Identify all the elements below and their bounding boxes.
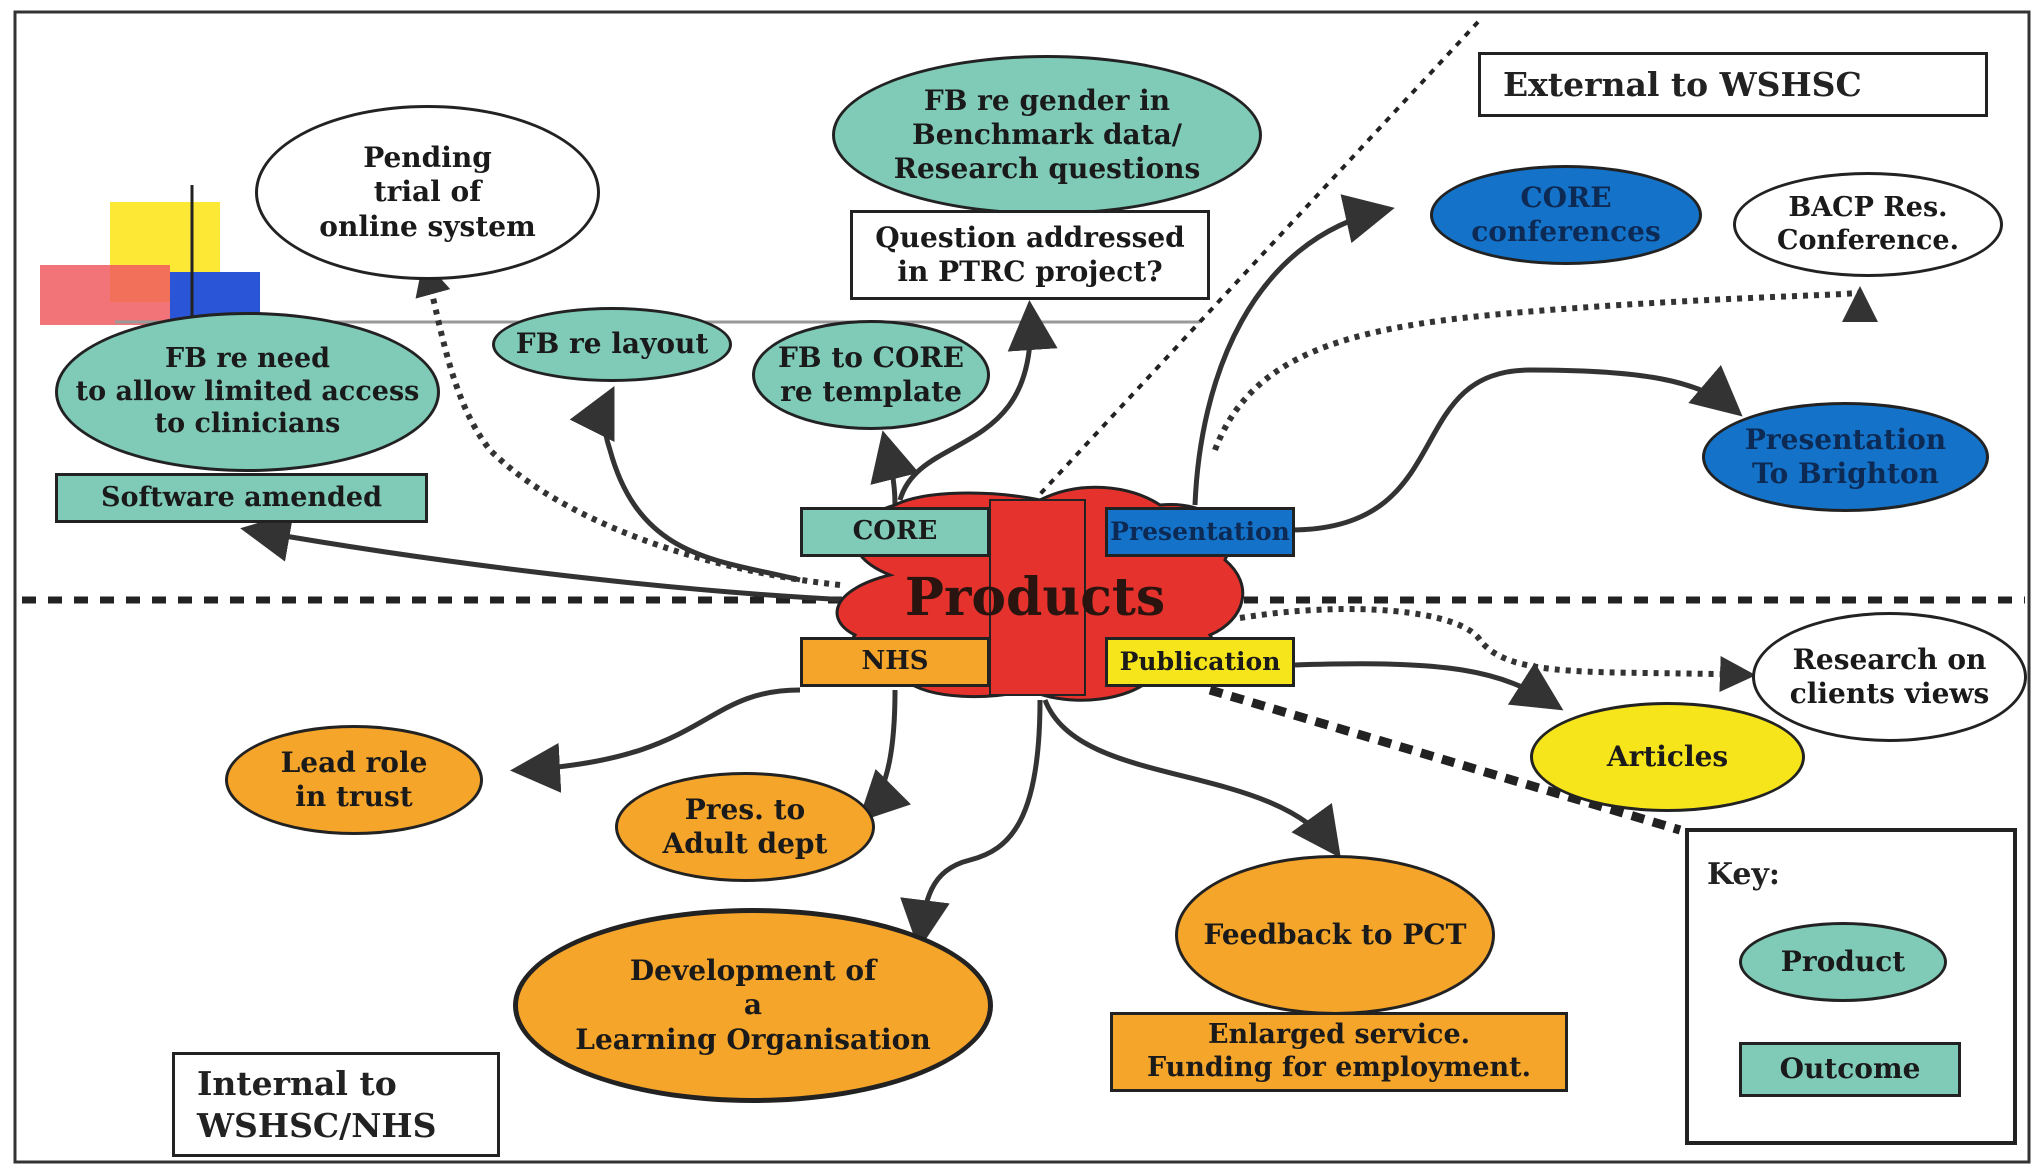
- arrow-to-fb-layout: [569, 386, 801, 583]
- node-core-conferences[interactable]: CORE conferences: [1430, 165, 1702, 265]
- key-box: Key: Product Outcome: [1685, 828, 2017, 1145]
- divider-key-diagonal: [1208, 685, 1682, 835]
- arrow-to-feedback-pct: [1042, 699, 1341, 859]
- node-fb-limited-access[interactable]: FB re need to allow limited access to cl…: [55, 312, 440, 472]
- dotted-arrow-to-research-clients: [1239, 606, 1756, 692]
- node-learning-org[interactable]: Development of a Learning Organisation: [513, 908, 993, 1103]
- label-internal: Internal to WSHSC/NHS: [172, 1052, 500, 1157]
- arrow-to-learning-org: [900, 699, 1043, 950]
- node-fb-gender[interactable]: FB re gender in Benchmark data/ Research…: [832, 55, 1262, 215]
- products-cross-vertical: [989, 499, 1086, 696]
- divider-diagonal: [1028, 20, 1480, 507]
- node-question-ptrc[interactable]: Question addressed in PTRC project?: [850, 210, 1210, 300]
- node-fb-core-template[interactable]: FB to CORE re template: [752, 320, 990, 430]
- products-label: Products: [904, 566, 1166, 628]
- arrow-to-lead-role: [510, 687, 801, 793]
- deco-red-square: [40, 265, 170, 325]
- key-title: Key:: [1707, 857, 1781, 892]
- category-core[interactable]: CORE: [800, 507, 990, 557]
- key-product-swatch: Product: [1739, 922, 1947, 1002]
- node-fb-layout[interactable]: FB re layout: [492, 307, 732, 382]
- dotted-arrow-to-pending-trial: [415, 259, 841, 588]
- arrow-to-articles: [1294, 661, 1564, 711]
- arrow-to-fb-core-template: [870, 430, 919, 506]
- outer-frame: [13, 10, 2031, 1164]
- arrow-to-software-amended: [240, 512, 851, 603]
- arrow-to-presentation-brighton: [1289, 364, 1743, 533]
- key-outcome-swatch: Outcome: [1739, 1042, 1961, 1097]
- label-external: External to WSHSC: [1478, 52, 1988, 117]
- node-software-amended[interactable]: Software amended: [55, 473, 428, 523]
- node-enlarged-service[interactable]: Enlarged service. Funding for employment…: [1110, 1012, 1568, 1092]
- dotted-arrow-to-bacp: [1212, 286, 1878, 452]
- node-pending-trial[interactable]: Pending trial of online system: [255, 105, 600, 280]
- category-presentation[interactable]: Presentation: [1105, 507, 1295, 557]
- node-bacp-conference[interactable]: BACP Res. Conference.: [1733, 172, 2003, 277]
- node-feedback-pct[interactable]: Feedback to PCT: [1175, 855, 1495, 1015]
- node-presentation-brighton[interactable]: Presentation To Brighton: [1702, 402, 1989, 512]
- arrow-to-pres-adult: [857, 689, 911, 823]
- node-lead-role[interactable]: Lead role in trust: [225, 725, 483, 835]
- node-pres-adult[interactable]: Pres. to Adult dept: [615, 772, 875, 882]
- arrow-to-core-conferences: [1192, 194, 1395, 506]
- node-articles[interactable]: Articles: [1530, 702, 1805, 812]
- category-publication[interactable]: Publication: [1105, 637, 1295, 687]
- node-research-clients[interactable]: Research on clients views: [1752, 612, 2027, 742]
- category-nhs[interactable]: NHS: [800, 637, 990, 687]
- arrow-to-question-ptrc: [897, 300, 1058, 501]
